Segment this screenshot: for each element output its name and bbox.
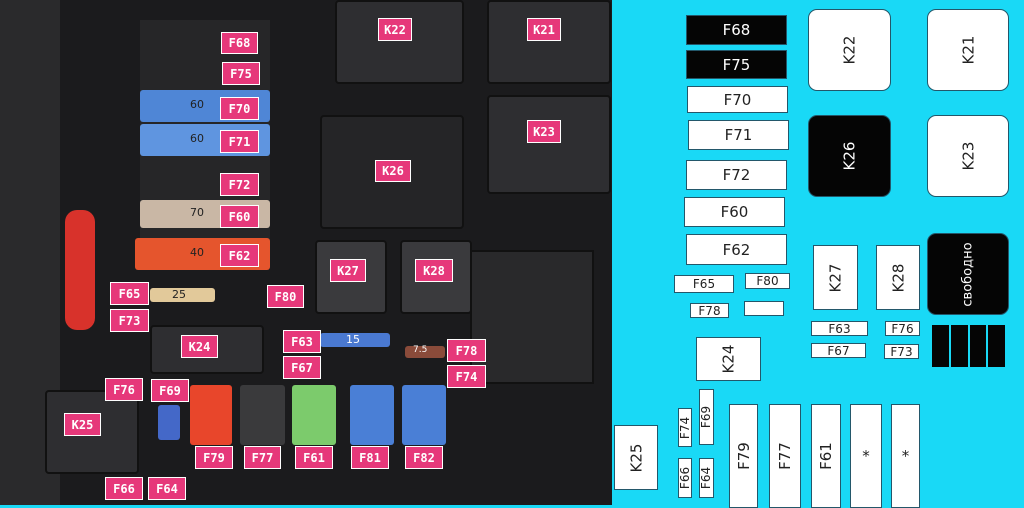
slot-f69: F69: [699, 389, 714, 445]
label-f65: F65: [110, 282, 149, 305]
slot-f77: F77: [769, 404, 801, 508]
slot-k27: K27: [813, 245, 858, 310]
fuse-box-photo: 60 60 70 40 25 15 7.5 K22 K21 F68 F75 F7…: [0, 0, 612, 505]
relay-k22: [335, 0, 464, 84]
slot-k26: K26: [808, 115, 891, 197]
label-f63: F63: [283, 330, 321, 353]
label-k22: K22: [378, 18, 412, 41]
fuse-f60: 70: [140, 200, 270, 228]
label-f76: F76: [105, 378, 143, 401]
label-f62: F62: [220, 244, 259, 267]
slot-f75: F75: [686, 50, 787, 79]
slot-k24: K24: [696, 337, 761, 381]
label-f82: F82: [405, 446, 443, 469]
relay-k21: [487, 0, 611, 84]
slot-f62: F62: [686, 234, 787, 265]
label-k21: K21: [527, 18, 561, 41]
slot-f72: F72: [686, 160, 787, 190]
slot-k22: K22: [808, 9, 891, 91]
label-k27: K27: [330, 259, 366, 282]
label-k24: K24: [181, 335, 218, 358]
connector-pin: [988, 325, 1005, 367]
fuse-f69: [158, 405, 180, 440]
label-f74: F74: [447, 365, 486, 388]
label-f61: F61: [295, 446, 333, 469]
label-k25: K25: [64, 413, 101, 436]
slot-star-2: *: [891, 404, 920, 508]
fuse-f65: 25: [150, 288, 215, 302]
slot-f65: F65: [674, 275, 734, 293]
label-f66: F66: [105, 477, 143, 500]
fuse-f78: 7.5: [405, 345, 445, 358]
fuse-f63: 15: [320, 333, 390, 347]
fuse-f82: [402, 385, 446, 445]
slot-k25: K25: [614, 425, 658, 490]
empty-socket: [470, 250, 594, 384]
label-k26: K26: [375, 160, 411, 182]
slot-f68: F68: [686, 15, 787, 45]
label-f75: F75: [222, 62, 260, 85]
label-f78: F78: [447, 339, 486, 362]
connector-block: [932, 325, 1005, 367]
slot-f80: F80: [745, 273, 790, 289]
red-cable: [65, 210, 95, 330]
label-f72: F72: [220, 173, 259, 196]
slot-f67: F67: [811, 343, 866, 358]
label-k23: K23: [527, 120, 561, 143]
slot-k28: K28: [876, 245, 920, 310]
slot-f60: F60: [684, 197, 785, 227]
slot-blank: [744, 301, 784, 316]
slot-f71: F71: [688, 120, 789, 150]
label-f70: F70: [220, 97, 259, 120]
label-f80: F80: [267, 285, 304, 308]
slot-k23: K23: [927, 115, 1009, 197]
label-f68: F68: [221, 32, 258, 54]
fuse-f81: [350, 385, 394, 445]
fuse-f79: [190, 385, 232, 445]
fuse-f77-slot: [240, 385, 285, 445]
slot-f76: F76: [885, 321, 920, 336]
slot-f64: F64: [699, 458, 714, 498]
connector-pin: [969, 325, 987, 367]
connector-pin: [950, 325, 968, 367]
label-f79: F79: [195, 446, 233, 469]
label-f67: F67: [283, 356, 321, 379]
label-f71: F71: [220, 130, 259, 153]
slot-f78: F78: [690, 303, 729, 318]
label-f69: F69: [151, 379, 189, 402]
label-f64: F64: [148, 477, 186, 500]
label-f77: F77: [244, 446, 281, 469]
label-k28: K28: [415, 259, 453, 282]
slot-f74: F74: [678, 408, 692, 447]
slot-f63: F63: [811, 321, 868, 336]
slot-free: свободно: [927, 233, 1009, 315]
slot-f73: F73: [884, 344, 919, 359]
slot-k21: K21: [927, 9, 1009, 91]
label-f73: F73: [110, 309, 149, 332]
slot-f66: F66: [678, 458, 692, 498]
label-f81: F81: [351, 446, 389, 469]
slot-star-1: *: [850, 404, 882, 508]
fuse-f61: [292, 385, 336, 445]
label-f60: F60: [220, 205, 259, 228]
relay-k23: [487, 95, 611, 194]
slot-f79: F79: [729, 404, 758, 508]
slot-f61: F61: [811, 404, 841, 508]
connector-pin: [932, 325, 949, 367]
slot-f70: F70: [687, 86, 788, 113]
